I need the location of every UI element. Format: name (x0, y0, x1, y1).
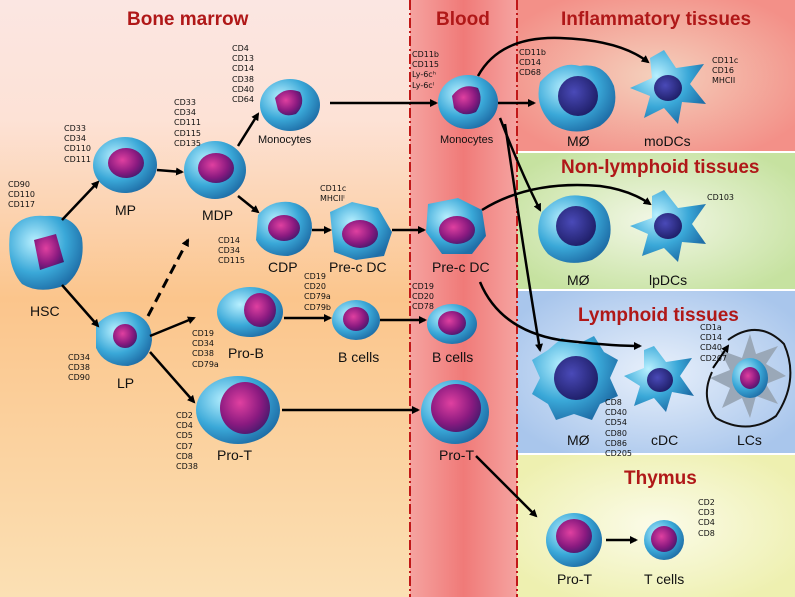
monocyte-blood-cell (438, 75, 498, 129)
arrow-monocyte-modcs (476, 36, 650, 77)
pro-b-cell (217, 287, 283, 337)
arrow-monocyte-nonlymph-mo (498, 117, 542, 212)
markers-b-cells-blood: CD19 CD20 CD78 (412, 282, 434, 312)
label-mp: MP (115, 202, 136, 218)
markers-modcs: CD11c CD16 MHCII (712, 56, 739, 86)
pro-t-bm-cell (196, 376, 280, 444)
markers-lpdcs: CD103 (707, 193, 735, 202)
mp-cell (93, 137, 157, 193)
pre-cdc-blood-cell (426, 198, 486, 254)
b-cell-blood-cell (427, 304, 477, 344)
inflammatory-macrophage-cell (538, 64, 616, 132)
label-cdp: CDP (268, 259, 298, 275)
markers-t-cells: CD2 CD3 CD4 CD8 (698, 498, 715, 538)
nonlymphoid-macrophage-cell (538, 195, 611, 263)
arrow-hsc-lp (61, 284, 100, 328)
arrow-mdp-cdp (237, 195, 260, 214)
t-cell-cell (644, 520, 684, 560)
markers-inflam-mo: CD11b CD14 CD68 (519, 48, 547, 78)
markers-monocytes-blood: CD11b CD115 Ly-6cʰ Ly-6cˡ (412, 50, 440, 90)
label-mo-nonlymph: MØ (567, 272, 590, 288)
label-pro-b: Pro-B (228, 345, 264, 361)
label-pre-cdc-blood: Pre-c DC (432, 259, 490, 275)
label-mdp: MDP (202, 207, 234, 223)
lc-cell (705, 328, 792, 428)
label-monocytes-blood: Monocytes (440, 134, 494, 146)
label-mo-inflam: MØ (567, 133, 590, 149)
markers-mp: CD33 CD34 CD110 CD111 (64, 124, 92, 164)
pro-t-blood-cell (421, 380, 489, 444)
markers-monocytes-bm: CD4 CD13 CD14 CD38 CD40 CD64 (232, 44, 254, 105)
label-modcs: moDCs (644, 133, 691, 149)
label-cdc: cDC (651, 432, 679, 448)
markers-mdp: CD33 CD34 CD111 CD115 CD135 (174, 98, 202, 148)
label-lp: LP (117, 375, 135, 391)
modc-cell (630, 50, 706, 124)
section-thymus: Thymus (624, 468, 697, 489)
label-b-cells-bm: B cells (338, 349, 380, 365)
markers-b-cells-bm: CD19 CD20 CD79a CD79b (304, 272, 332, 312)
label-hsc: HSC (30, 303, 60, 319)
pro-t-thymus-cell (546, 513, 602, 567)
label-monocytes-bm: Monocytes (258, 134, 312, 146)
section-lymphoid: Lymphoid tissues (578, 305, 739, 326)
lp-cell (96, 311, 152, 366)
markers-pro-b: CD19 CD34 CD38 CD79a (192, 329, 219, 369)
label-mo-lymph: MØ (567, 432, 590, 448)
markers-pro-t: CD2 CD4 CD5 CD7 CD8 CD38 (176, 411, 198, 472)
arrow-precdc-lpdcs (481, 183, 652, 212)
arrow-mp-mdp (156, 167, 184, 176)
section-bone-marrow: Bone marrow (127, 9, 249, 30)
lymphoid-macrophage-cell (532, 336, 618, 420)
markers-cdp: CD14 CD34 CD115 (218, 236, 246, 266)
markers-hsc: CD90 CD110 CD117 (8, 180, 36, 210)
arrow-precdc-cdc (478, 281, 642, 350)
arrow-prot-thymus (475, 455, 538, 518)
mdp-cell (184, 141, 246, 199)
markers-lp: CD34 CD38 CD90 (68, 353, 90, 383)
arrow-lc-circle (712, 344, 730, 369)
lpdc-cell (630, 190, 706, 262)
arrow-lp-prob (149, 316, 196, 338)
label-pro-t-blood: Pro-T (439, 447, 474, 463)
label-pro-t-bm: Pro-T (217, 447, 252, 463)
label-b-cells-blood: B cells (432, 349, 474, 365)
monocyte-bm-cell (260, 79, 320, 131)
arrow-lp-mdp-dashed (146, 238, 190, 317)
label-lcs: LCs (737, 432, 762, 448)
arrow-hsc-mp (61, 180, 100, 221)
label-t-cells: T cells (644, 571, 685, 587)
section-inflammatory: Inflammatory tissues (561, 9, 752, 30)
section-blood: Blood (436, 9, 490, 30)
markers-lcs: CD1a CD14 CD40 CD207 (700, 323, 728, 363)
markers-pre-cdc-bm: CD11c MHCIIˡ (320, 184, 347, 204)
hsc-cell (9, 215, 83, 290)
b-cell-bm-cell (332, 300, 380, 340)
label-pre-cdc-bm: Pre-c DC (329, 259, 387, 275)
label-pro-t-thymus: Pro-T (557, 571, 592, 587)
cdp-cell (256, 201, 312, 256)
cdc-cell (624, 346, 694, 412)
pre-cdc-bm-cell (330, 202, 392, 260)
arrow-lp-prot (149, 351, 196, 404)
arrow-monocyte-lymph-mo (503, 123, 543, 352)
arrow-mdp-monocyte (236, 112, 260, 147)
section-nonlymphoid: Non-lymphoid tissues (561, 157, 760, 178)
markers-lymph-mo: CD8 CD40 CD54 CD80 CD86 CD205 (605, 398, 633, 459)
label-lpdcs: lpDCs (649, 272, 688, 288)
